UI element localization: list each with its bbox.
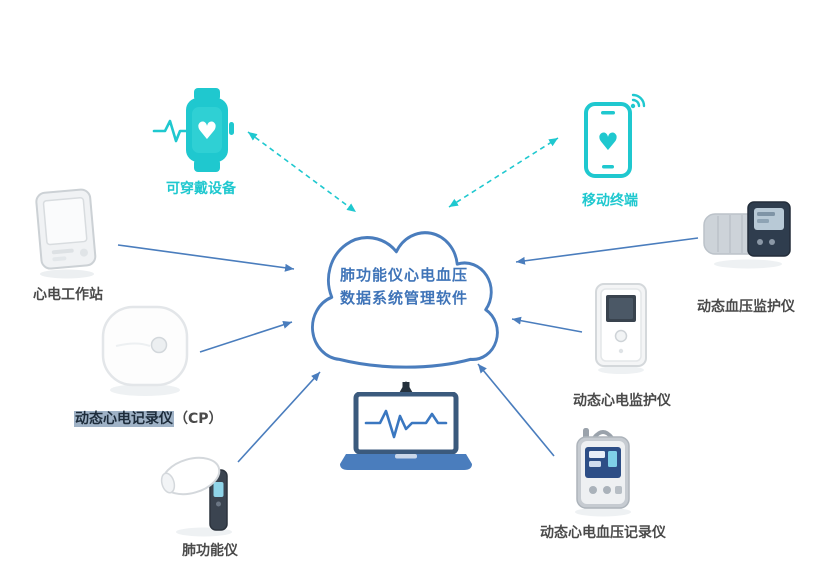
label-ecg-monitor: 动态心电监护仪 bbox=[573, 393, 671, 409]
ecg-monitor-image bbox=[595, 283, 647, 374]
laptop-ecg-icon bbox=[340, 392, 472, 470]
node-ecg-monitor bbox=[588, 280, 654, 376]
label-spirometer: 肺功能仪 bbox=[182, 543, 238, 559]
arrow-holtercp-cloud bbox=[199, 320, 293, 353]
arrow-mobile-cloud bbox=[448, 137, 559, 208]
arrow-ecgmonitor-cloud bbox=[511, 316, 583, 333]
cloud-title-line1: 肺功能仪心电血压 bbox=[339, 266, 468, 284]
node-mobile-terminal: ♥ bbox=[566, 90, 654, 186]
cloud-title-line2: 数据系统管理软件 bbox=[339, 289, 468, 308]
cloud-shape bbox=[311, 231, 499, 369]
holter-cp-image bbox=[101, 305, 189, 396]
node-ecg-bp-recorder bbox=[562, 426, 644, 518]
svg-text:♥: ♥ bbox=[597, 128, 619, 156]
label-wearable: 可穿戴设备 bbox=[166, 181, 236, 197]
label-ecg-workstation: 心电工作站 bbox=[33, 287, 103, 303]
arrow-workstation-cloud bbox=[117, 244, 295, 272]
label-holter-cp-suffix: （CP） bbox=[174, 411, 223, 427]
label-ecg-bp-recorder: 动态心电血压记录仪 bbox=[540, 525, 666, 541]
ecg-bp-recorder-image bbox=[575, 428, 631, 517]
label-mobile: 移动终端 bbox=[582, 193, 638, 209]
label-holter-cp-highlight: 动态心电记录仪 bbox=[74, 411, 174, 427]
svg-text:♥: ♥ bbox=[196, 117, 218, 145]
node-ecg-workstation bbox=[24, 186, 110, 282]
node-laptop bbox=[340, 392, 472, 474]
cloud-title: 肺功能仪心电血压 数据系统管理软件 bbox=[290, 264, 518, 311]
cloud-server: 肺功能仪心电血压 数据系统管理软件 bbox=[290, 202, 518, 378]
label-bp-monitor: 动态血压监护仪 bbox=[697, 299, 795, 315]
label-holter-cp: 动态心电记录仪（CP） bbox=[74, 408, 304, 428]
node-bp-monitor bbox=[700, 192, 796, 274]
arrow-wearable-cloud bbox=[247, 131, 357, 213]
node-spirometer bbox=[158, 442, 250, 538]
node-holter-cp bbox=[94, 298, 196, 400]
ecg-workstation-image bbox=[35, 188, 97, 279]
node-wearable-device: ♥ bbox=[152, 84, 250, 176]
smartwatch-icon: ♥ bbox=[152, 88, 234, 172]
smartphone-icon: ♥ bbox=[584, 93, 646, 178]
spirometer-image bbox=[160, 456, 232, 537]
arrow-bpmonitor-cloud bbox=[515, 237, 699, 265]
bp-monitor-image bbox=[703, 201, 791, 269]
